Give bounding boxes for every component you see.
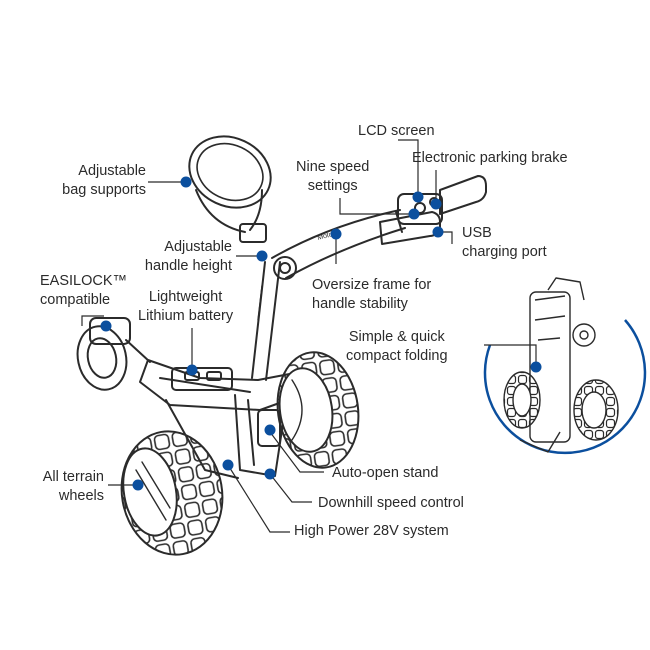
front-wheel <box>76 317 151 391</box>
folded-inset <box>483 277 647 455</box>
label-downhill: Downhill speed control <box>318 495 464 511</box>
rear-wheel-left <box>120 430 224 556</box>
callout-dot <box>100 320 112 332</box>
callout-dots <box>100 176 542 491</box>
bag-support-hoop <box>188 135 272 243</box>
callout-dot <box>530 361 542 373</box>
callout-dot <box>432 226 444 238</box>
label-auto-open: Auto-open stand <box>332 465 439 481</box>
label-usb: USB charging port <box>462 225 547 260</box>
callout-dot <box>264 468 276 480</box>
callout-dot <box>222 459 234 471</box>
label-bag-supports: Adjustable bag supports <box>62 163 146 198</box>
label-folding: Simple & quick compact folding <box>346 329 448 364</box>
rear-wheel-right <box>276 351 360 469</box>
brand-mark: Motoc <box>317 230 338 242</box>
callout-dot <box>408 208 420 220</box>
callout-dot <box>186 364 198 376</box>
label-lcd-screen: LCD screen <box>358 123 435 139</box>
callout-dot <box>180 176 192 188</box>
label-oversize-frame: Oversize frame for handle stability <box>312 277 432 312</box>
callout-dot <box>132 479 144 491</box>
label-handle-height: Adjustable handle height <box>144 239 232 274</box>
leader-lines <box>81 139 537 533</box>
label-battery: Lightweight Lithium battery <box>138 289 234 324</box>
callout-dot <box>256 250 268 262</box>
callout-dot <box>330 228 342 240</box>
label-parking-brake: Electronic parking brake <box>412 150 568 166</box>
chassis <box>139 359 311 479</box>
callout-dot <box>264 424 276 436</box>
label-easilock: EASILOCK™ compatible <box>40 273 128 308</box>
label-nine-speed: Nine speed settings <box>296 159 370 194</box>
label-power: High Power 28V system <box>294 523 449 539</box>
label-terrain: All terrain wheels <box>42 469 104 504</box>
callout-dot <box>412 191 424 203</box>
callout-dot <box>430 198 442 210</box>
